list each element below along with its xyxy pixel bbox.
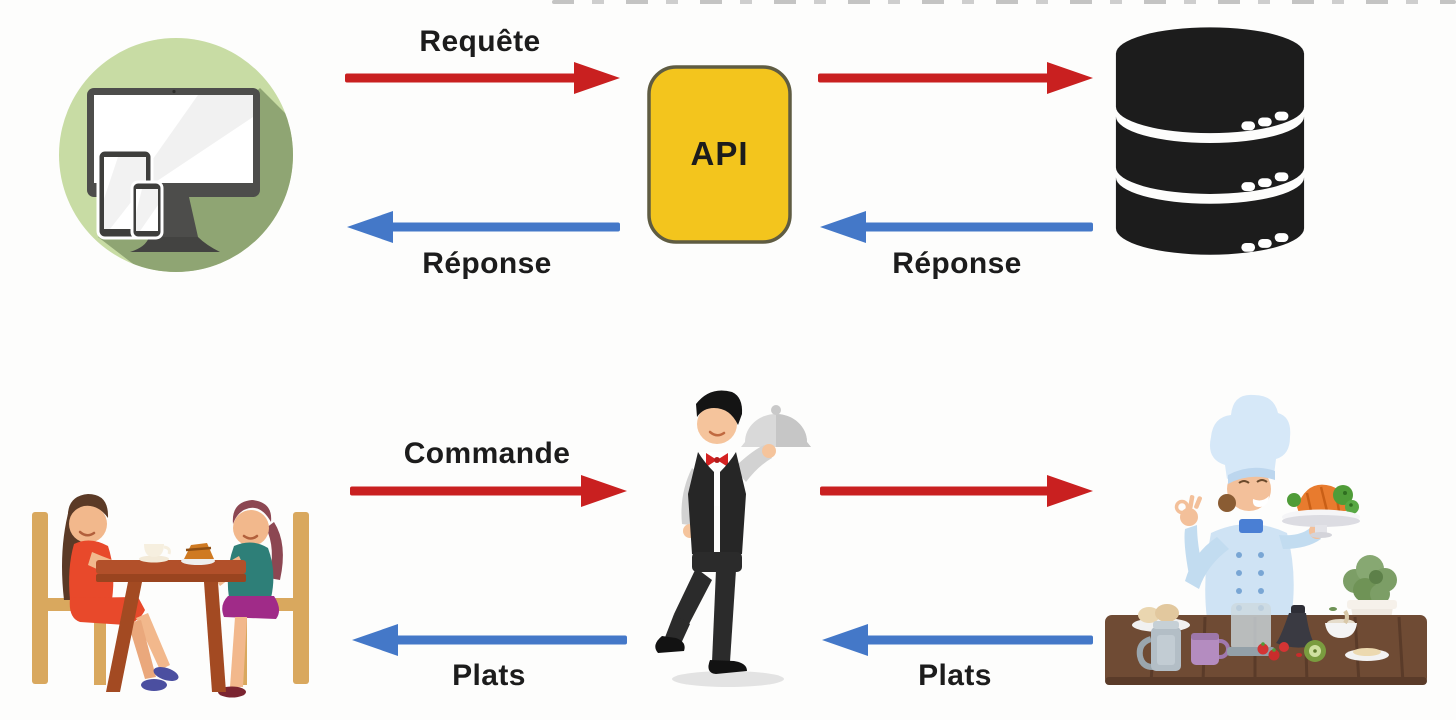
phone-icon <box>130 180 164 240</box>
database-dots <box>1241 111 1289 252</box>
mug <box>1191 633 1230 665</box>
request-label: Requête <box>419 25 541 58</box>
strawberries <box>1257 642 1289 661</box>
cropped-text-artifact <box>552 0 1456 4</box>
order-label: Commande <box>403 437 571 470</box>
kiwi <box>1304 640 1326 662</box>
pepper-grinder <box>1276 605 1315 648</box>
order-arrow-customers-to-waiter <box>350 475 627 507</box>
coffee-cup <box>139 544 171 563</box>
dish-plate <box>1282 484 1360 538</box>
jug <box>1136 621 1181 671</box>
api-box-label: API <box>690 135 749 172</box>
dishes-arrow-chef-to-waiter <box>822 624 1093 656</box>
order-arrow-waiter-to-chef <box>820 475 1093 507</box>
cloche-icon <box>741 405 811 447</box>
request-arrow-client-to-api <box>345 62 620 94</box>
database-icon <box>1115 27 1305 255</box>
response-arrow-database-to-api <box>820 211 1093 243</box>
dishes-label-right: Plats <box>918 659 992 692</box>
dishes-arrow-waiter-to-customers <box>352 624 627 656</box>
side-plate <box>1345 648 1389 661</box>
chef-hat <box>1209 394 1291 479</box>
waiter-with-cloche-illustration <box>655 390 811 687</box>
cake-plate <box>181 543 215 565</box>
response-label-left: Réponse <box>422 247 552 280</box>
response-arrow-api-to-client <box>347 211 620 243</box>
floor-shadow <box>672 671 784 687</box>
waiter-figure <box>655 390 776 674</box>
customers-at-table-illustration <box>32 494 309 698</box>
devices-circle-icon <box>59 38 293 272</box>
dishes-label-left: Plats <box>452 659 526 692</box>
bowl <box>1325 609 1357 638</box>
chef-with-dish-illustration <box>1105 394 1427 685</box>
response-label-right: Réponse <box>892 247 1022 280</box>
request-arrow-api-to-database <box>818 62 1093 94</box>
api-box <box>647 65 792 244</box>
